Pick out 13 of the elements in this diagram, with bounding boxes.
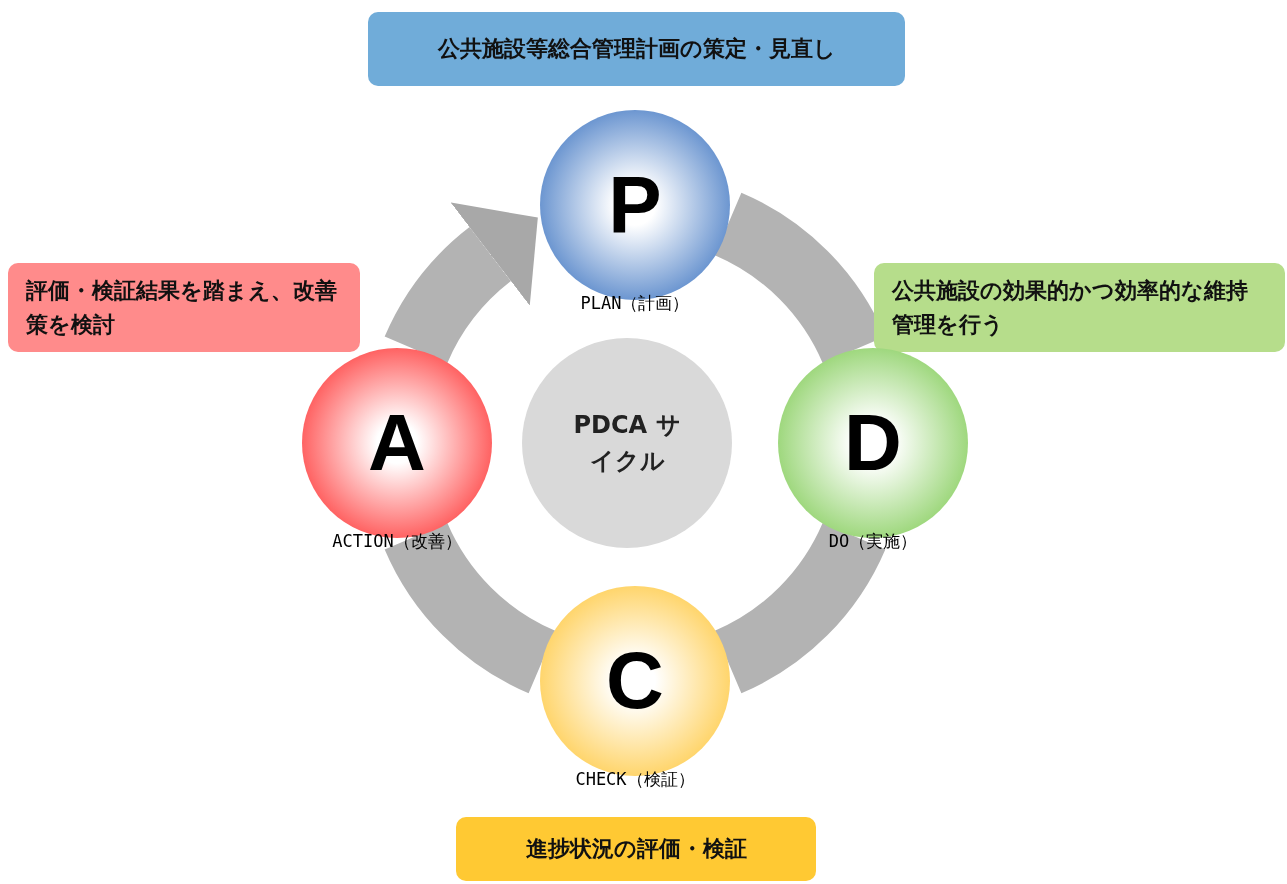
phase-label: ACTION（改善）	[332, 530, 462, 553]
phase-label: PLAN（計画）	[580, 292, 690, 315]
note-callout: 公共施設の効果的かつ効率的な維持管理を行う	[874, 263, 1285, 352]
phase-letter: C	[606, 641, 664, 721]
note-callout: 評価・検証結果を踏まえ、改善策を検討	[8, 263, 360, 352]
phase-letter: D	[844, 403, 902, 483]
note-callout: 公共施設等総合管理計画の策定・見直し	[368, 12, 905, 86]
phase-label: DO（実施）	[828, 530, 918, 553]
note-callout: 進捗状況の評価・検証	[456, 817, 816, 881]
phase-letter: P	[608, 165, 662, 245]
phase-letter: A	[368, 403, 426, 483]
phase-label: CHECK（検証）	[575, 768, 695, 791]
center-label: PDCA サイクル	[572, 410, 682, 477]
